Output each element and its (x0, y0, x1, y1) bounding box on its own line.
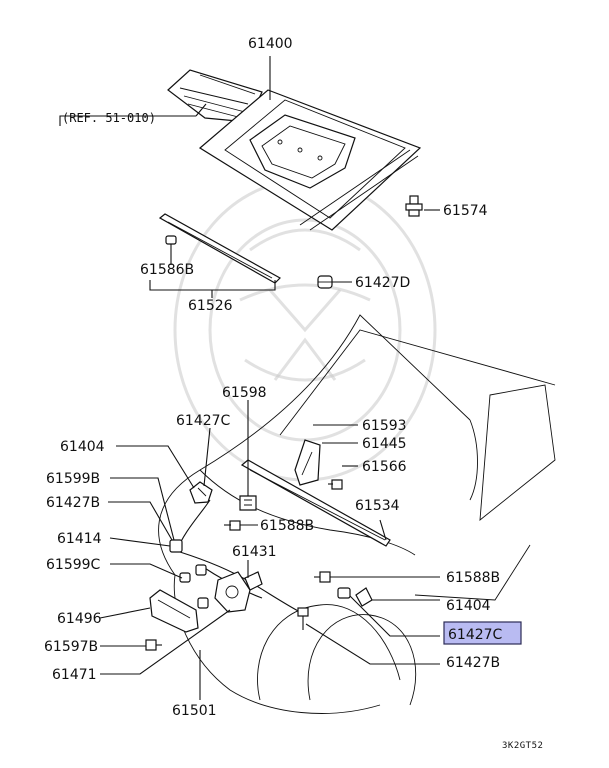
label-61534[interactable]: 61534 (355, 498, 400, 514)
bumper-icon (317, 275, 333, 289)
label-61496[interactable]: 61496 (57, 611, 102, 627)
hood-support-rod (240, 459, 391, 547)
label-61471[interactable]: 61471 (52, 667, 97, 683)
hood-panel (198, 89, 422, 231)
reference-note: (REF. 51-010) (62, 111, 156, 125)
label-61526[interactable]: 61526 (188, 298, 233, 314)
label-61501[interactable]: 61501 (172, 703, 217, 719)
bolt-icon (224, 520, 241, 531)
label-61588B-right[interactable]: 61588B (446, 570, 500, 586)
leader-lines (59, 56, 440, 700)
screw-icon (297, 607, 309, 630)
hood-seal (158, 213, 281, 284)
label-61593[interactable]: 61593 (362, 418, 407, 434)
clip-icon (165, 235, 177, 256)
label-61586B[interactable]: 61586B (140, 262, 194, 278)
vehicle-body-outline (158, 314, 556, 714)
label-61404-left[interactable]: 61404 (60, 439, 105, 455)
clip-icon (337, 587, 351, 599)
label-61427C-highlighted[interactable]: 61427C (448, 627, 503, 643)
release-handle (189, 481, 213, 504)
latch-bracket (149, 589, 209, 633)
label-61566[interactable]: 61566 (362, 459, 407, 475)
bolt-icon (314, 571, 331, 583)
hood-latch (214, 571, 263, 613)
highlight-box (443, 621, 522, 645)
label-61431[interactable]: 61431 (232, 544, 277, 560)
label-61599B[interactable]: 61599B (46, 471, 100, 487)
label-61574[interactable]: 61574 (443, 203, 488, 219)
label-61597B[interactable]: 61597B (44, 639, 98, 655)
bolt-icon (145, 639, 162, 651)
release-handle (355, 587, 373, 607)
label-61404-right[interactable]: 61404 (446, 598, 491, 614)
hood-hinge (294, 439, 321, 486)
label-61599C[interactable]: 61599C (46, 557, 101, 573)
label-61427B-right[interactable]: 61427B (446, 655, 500, 671)
watermark-emblem (173, 178, 437, 482)
label-61427C-top[interactable]: 61427C (176, 413, 231, 429)
label-61427D[interactable]: 61427D (355, 275, 410, 291)
label-61445[interactable]: 61445 (362, 436, 407, 452)
bolt-icon (405, 195, 423, 217)
bolt-icon (328, 479, 343, 490)
diagram-code: 3K2GT52 (502, 741, 543, 751)
label-61588B-mid[interactable]: 61588B (260, 518, 314, 534)
clip-icon (239, 495, 257, 511)
label-61414[interactable]: 61414 (57, 531, 102, 547)
label-61427B-left[interactable]: 61427B (46, 495, 100, 511)
label-61598[interactable]: 61598 (222, 385, 267, 401)
label-61400[interactable]: 61400 (248, 36, 293, 52)
